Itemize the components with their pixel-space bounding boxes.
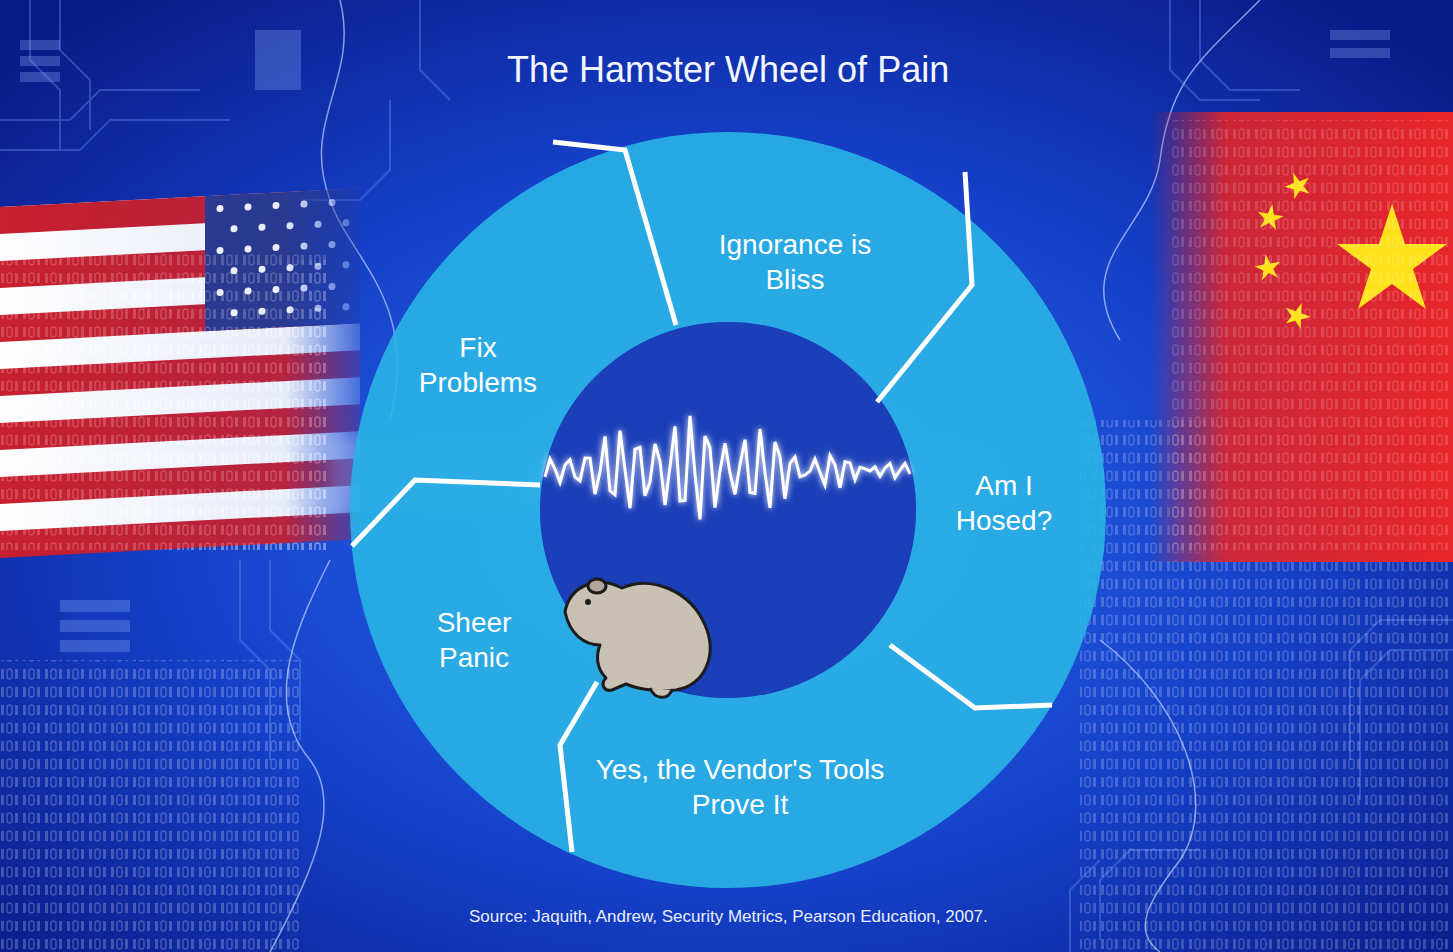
source-caption: Source: Jaquith, Andrew, Security Metric…	[469, 907, 988, 927]
signal-wave	[545, 416, 910, 520]
wheel-segment: Ignorance is Bliss	[690, 223, 900, 301]
segment-label: Ignorance is Bliss	[694, 227, 896, 297]
wheel-segment: Fix Problems	[403, 326, 553, 404]
wheel-segment: Yes, the Vendor's Tools Prove It	[590, 748, 890, 826]
wheel-segment: Sheer Panic	[409, 601, 539, 679]
segment-label: Fix Problems	[407, 330, 549, 400]
segment-separators	[352, 142, 1052, 852]
segment-label: Sheer Panic	[413, 605, 535, 675]
segment-label: Yes, the Vendor's Tools Prove It	[594, 752, 886, 822]
wheel-ring	[445, 227, 1011, 793]
segment-label: Am I Hosed?	[938, 468, 1070, 538]
wheel-segment: Am I Hosed?	[934, 464, 1074, 542]
diagram-title: The Hamster Wheel of Pain	[507, 49, 949, 91]
hamster-figure	[565, 579, 710, 697]
wheel-hub	[540, 322, 916, 698]
